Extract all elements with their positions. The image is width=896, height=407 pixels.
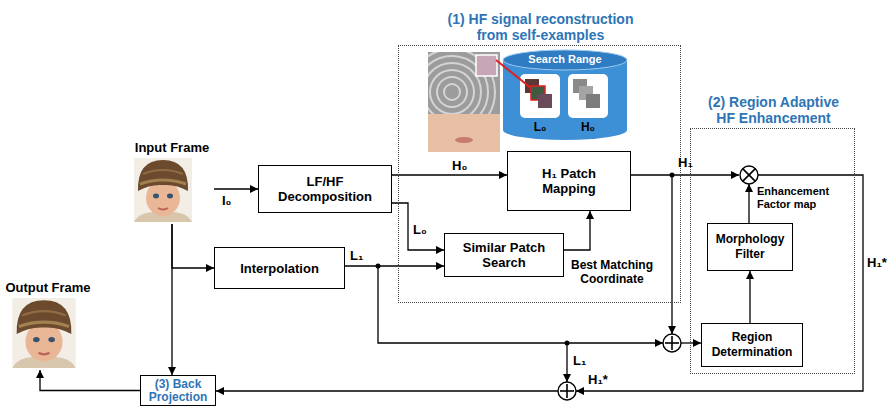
signal-wire — [631, 174, 739, 175]
signal-wire — [681, 342, 701, 343]
illustration-label: H₀ — [568, 120, 608, 134]
process-box: H₁ Patch Mapping — [507, 151, 631, 211]
process-box: Region Determination — [701, 323, 803, 367]
signal-wire — [671, 175, 672, 334]
connector-arrow — [392, 174, 507, 175]
stage-region: (2) Region Adaptive HF EnhancementMorpho… — [690, 128, 855, 374]
box-label: (3) Back Projection — [144, 378, 212, 404]
box-label: Morphology Filter — [711, 232, 789, 262]
connector-arrow — [40, 370, 140, 391]
box-label: Interpolation — [240, 261, 319, 276]
multiplier-symbol — [743, 169, 756, 182]
adder-symbol — [558, 382, 576, 400]
match-pointer — [496, 60, 531, 88]
process-box: LF/HF Decomposition — [258, 165, 392, 213]
box-label: Region Determination — [705, 330, 799, 360]
multiplier-symbol — [743, 169, 756, 182]
box-label: H₁ Patch Mapping — [522, 166, 616, 196]
patch-store — [568, 74, 608, 118]
connector-arrow — [749, 271, 750, 323]
pattern-ring — [428, 63, 481, 114]
process-box: Morphology Filter — [707, 223, 793, 271]
patch-tile — [538, 94, 552, 108]
process-box: Interpolation — [214, 247, 345, 289]
signal-label: H₁* — [867, 255, 887, 270]
connector-arrow — [172, 224, 214, 268]
multiplier-symbol — [740, 166, 758, 184]
input-photo — [134, 158, 192, 222]
frame-label: Input Frame — [130, 140, 214, 155]
connector-arrow — [392, 203, 444, 250]
back-projection-box: (3) Back Projection — [140, 375, 216, 406]
signal-label: L₁ — [350, 248, 363, 263]
output-photo — [12, 298, 75, 368]
connector-arrow — [564, 211, 590, 250]
pattern-ring — [444, 84, 460, 100]
blurred-face — [428, 114, 500, 152]
signal-label: L₀ — [413, 222, 427, 237]
input-frame: Input Frame — [130, 140, 214, 224]
query-patch — [476, 55, 497, 76]
signal-label: I₀ — [222, 193, 231, 208]
blurred-mouth — [455, 137, 473, 143]
box-label: Similar Patch Search — [455, 240, 553, 270]
stage-heading: (1) HF signal reconstruction from self-e… — [436, 11, 646, 43]
signal-label: H₁ — [678, 155, 693, 170]
pattern-image — [428, 52, 500, 114]
signal-label: H₀ — [452, 158, 467, 173]
signal-label: H₁* — [588, 372, 608, 387]
signal-label: L₁ — [573, 353, 586, 368]
frame-label: Output Frame — [2, 280, 94, 295]
signal-label: Best Matching Coordinate — [566, 258, 658, 286]
signal-wire — [566, 343, 567, 382]
box-label: LF/HF Decomposition — [269, 174, 381, 204]
search-cylinder — [503, 60, 627, 140]
signal-label: Enhancement Factor map — [757, 185, 839, 211]
connector-arrow — [345, 265, 444, 266]
signal-wire — [748, 184, 749, 223]
illustration-label: Search Range — [503, 53, 627, 66]
process-box: Similar Patch Search — [444, 233, 564, 277]
patch-tile — [586, 94, 600, 108]
output-frame: Output Frame — [2, 280, 94, 370]
stage-heading: (2) Region Adaptive HF Enhancement — [701, 94, 846, 126]
pattern-ring — [430, 70, 474, 114]
search-cylinder-top — [503, 50, 627, 70]
adder-symbol — [566, 384, 568, 398]
adder-symbol — [663, 334, 681, 352]
pattern-ring — [437, 77, 467, 107]
illustration-label: L₀ — [520, 120, 560, 134]
adder-symbol — [671, 336, 673, 350]
connector-arrow — [171, 224, 172, 375]
connector-arrow — [214, 188, 258, 189]
signal-wire — [216, 390, 558, 391]
patch-store — [520, 74, 560, 118]
